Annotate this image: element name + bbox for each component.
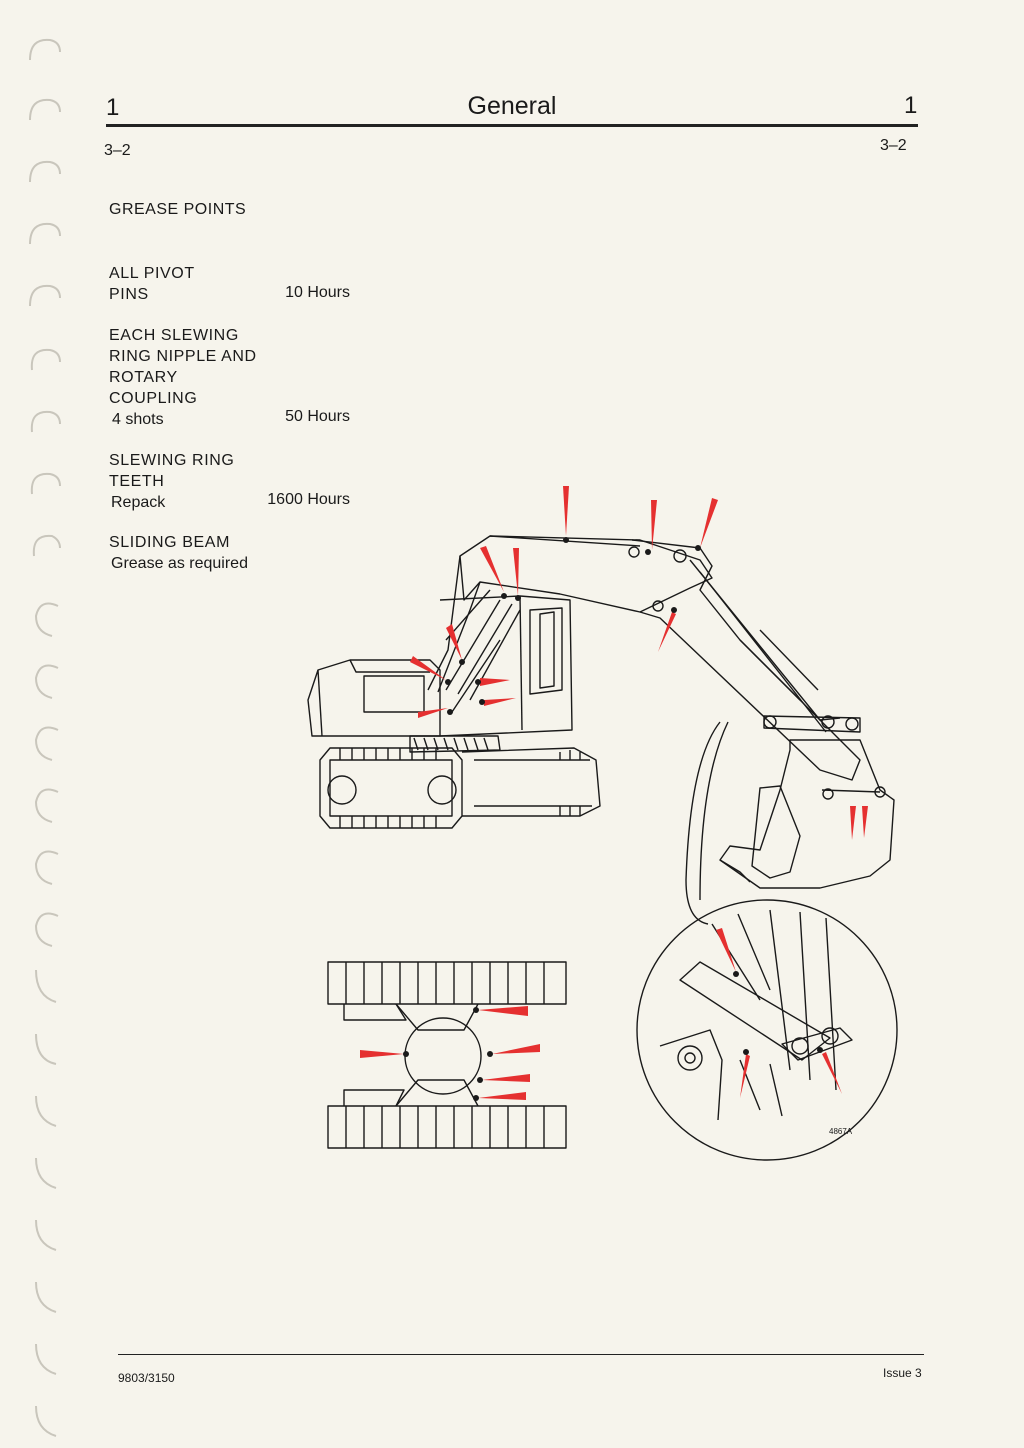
grease-marker [478, 1006, 528, 1016]
grease-marker [822, 1052, 842, 1094]
item-label-line: TEETH [109, 473, 165, 490]
grease-marker [850, 806, 856, 840]
issue-number: Issue 3 [883, 1366, 922, 1380]
grease-marker [446, 624, 462, 660]
grease-marker [563, 486, 569, 536]
grease-marker [492, 1044, 540, 1054]
item-note: Grease as required [111, 555, 248, 572]
item-interval: 10 Hours [285, 284, 350, 301]
schedule-item: EACH SLEWING RING NIPPLE AND ROTARY COUP… [109, 325, 257, 430]
document-number: 9803/3150 [118, 1371, 175, 1385]
item-label-line: ROTARY [109, 369, 178, 386]
item-label-line: COUPLING [109, 390, 198, 407]
schedule-item: ALL PIVOT PINS [109, 263, 195, 305]
grease-marker [513, 548, 519, 596]
grease-marker [658, 612, 676, 652]
grease-marker [651, 500, 657, 550]
grease-marker [418, 708, 448, 718]
schedule-item: SLEWING RING TEETH Repack [109, 450, 234, 513]
grease-marker [482, 1074, 530, 1082]
grease-marker [700, 498, 718, 548]
header-rule [106, 124, 918, 127]
item-interval: 50 Hours [285, 408, 350, 425]
page-number-right: 3–2 [880, 137, 907, 154]
section-title: GREASE POINTS [109, 201, 247, 218]
grease-marker [478, 1092, 526, 1100]
figure-reference: 4867A [829, 1127, 853, 1136]
track-plan-view [327, 961, 567, 1149]
grease-marker [740, 1054, 750, 1098]
item-label-line: SLEWING RING [109, 452, 235, 469]
grease-marker [484, 698, 516, 706]
page-title: General [467, 92, 557, 120]
item-label-line: PINS [109, 286, 149, 303]
binder-holes [29, 38, 61, 1437]
page-number-left: 3–2 [104, 142, 131, 159]
excavator-illustration [307, 535, 895, 889]
grease-marker [480, 678, 510, 686]
grease-marker [716, 928, 736, 972]
item-note: Repack [111, 494, 166, 511]
chapter-number-right: 1 [904, 92, 918, 119]
grease-marker [480, 546, 504, 592]
grease-marker [360, 1050, 404, 1058]
chapter-number-left: 1 [106, 94, 120, 121]
grease-marker [862, 806, 868, 838]
item-label-line: ALL PIVOT [109, 265, 195, 282]
item-note: 4 shots [112, 411, 164, 428]
footer-rule [118, 1354, 924, 1355]
grease-nipples [403, 537, 823, 1101]
schedule-item: SLIDING BEAM Grease as required [109, 532, 248, 574]
item-interval: 1600 Hours [267, 491, 350, 508]
grease-marker [410, 656, 446, 680]
item-label-line: SLIDING BEAM [109, 534, 231, 551]
item-label-line: EACH SLEWING [109, 327, 239, 344]
item-label-line: RING NIPPLE AND [109, 348, 257, 365]
grease-point-markers [360, 486, 868, 1100]
